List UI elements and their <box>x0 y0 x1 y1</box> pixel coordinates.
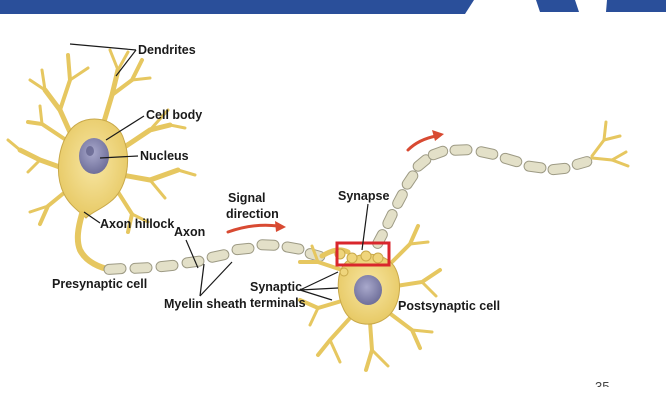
leader-lines <box>69 43 369 301</box>
label-signal-direction-1: Signal <box>228 191 266 205</box>
axon-terminal-branches <box>590 120 630 168</box>
label-myelin-sheath: Myelin sheath <box>164 297 247 311</box>
presynaptic-nucleus <box>79 138 109 174</box>
label-dendrites: Dendrites <box>138 43 196 57</box>
axon-hillock <box>74 211 115 273</box>
label-presynaptic-cell: Presynaptic cell <box>52 277 147 291</box>
myelin-sheath-segments <box>103 239 326 275</box>
postsynaptic-signal-arrow <box>406 134 438 152</box>
postsynaptic-dendrites <box>298 224 442 372</box>
label-postsynaptic-cell: Postsynaptic cell <box>398 299 500 313</box>
label-synaptic-terminals-1: Synaptic <box>250 280 302 294</box>
label-axon: Axon <box>174 225 205 239</box>
label-synapse: Synapse <box>338 189 389 203</box>
label-synaptic-terminals-2: terminals <box>250 296 306 310</box>
postsynaptic-myelin-segments <box>372 144 593 249</box>
label-axon-hillock: Axon hillock <box>100 217 174 231</box>
postsynaptic-nucleus <box>354 275 382 305</box>
page-number: 35 <box>595 379 610 387</box>
header-bar <box>0 0 666 14</box>
label-nucleus: Nucleus <box>140 149 189 163</box>
label-cell-body: Cell body <box>146 108 202 122</box>
signal-direction-arrow <box>226 223 280 234</box>
label-signal-direction-2: direction <box>226 207 279 221</box>
